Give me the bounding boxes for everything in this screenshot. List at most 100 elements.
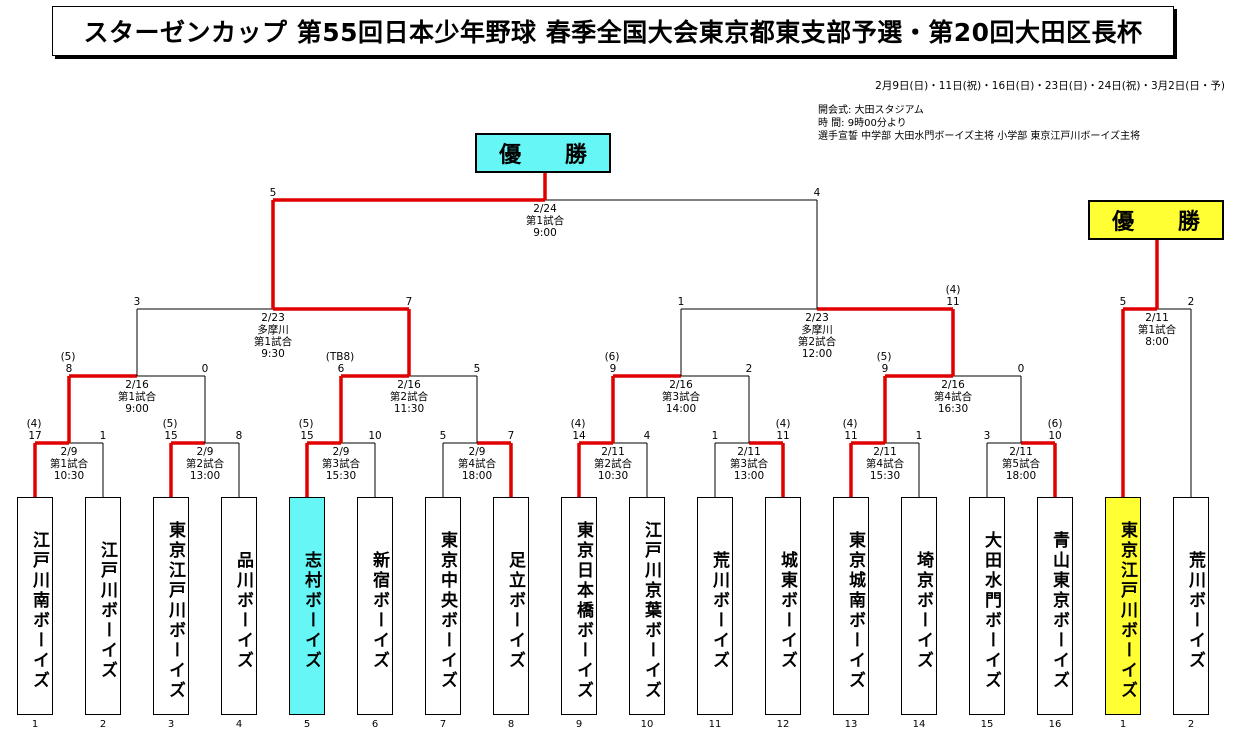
champion-box-main: 優 勝 bbox=[475, 133, 611, 173]
main-seed-3: 3 bbox=[167, 719, 175, 730]
second-team-2: 荒川ボーイズ bbox=[1173, 497, 1209, 715]
r3-game-1-score-right: 7 bbox=[406, 296, 413, 308]
main-team-6: 新宿ボーイズ bbox=[357, 497, 393, 715]
main-team-14: 埼京ボーイズ bbox=[901, 497, 937, 715]
final-game-number: 第1試合 bbox=[526, 214, 565, 227]
r1-game-5-score-right: 4 bbox=[644, 430, 651, 442]
r2-game-2-time: 11:30 bbox=[394, 403, 424, 415]
r1-game-8-score-left: 3 bbox=[984, 430, 991, 442]
second-game-score-left: 5 bbox=[1120, 296, 1127, 308]
r2-game-4-score-left: 9 bbox=[882, 363, 889, 375]
r2-game-2-score-right: 5 bbox=[474, 363, 481, 375]
r2-game-3-time: 14:00 bbox=[666, 403, 696, 415]
r1-game-5-note-left: (4) bbox=[571, 418, 586, 430]
r1-game-1-note-left: (4) bbox=[27, 418, 42, 430]
main-seed-10: 10 bbox=[640, 719, 654, 730]
r1-game-1-number: 第1試合 bbox=[50, 457, 89, 470]
main-team-4: 品川ボーイズ bbox=[221, 497, 257, 715]
r1-game-3-note-left: (5) bbox=[299, 418, 314, 430]
r1-game-2-date: 2/9 bbox=[197, 446, 214, 458]
final-game-score-right: 4 bbox=[814, 187, 821, 199]
r1-game-6-note-right: (4) bbox=[776, 418, 791, 430]
r1-game-4-score-left: 5 bbox=[440, 430, 447, 442]
r2-game-4-number: 第4試合 bbox=[934, 390, 973, 403]
second-game-number: 第1試合 bbox=[1138, 323, 1177, 336]
r1-game-6-score-left: 1 bbox=[712, 430, 719, 442]
second-game-time: 8:00 bbox=[1145, 336, 1169, 348]
main-team-11: 荒川ボーイズ bbox=[697, 497, 733, 715]
r2-game-2-date: 2/16 bbox=[397, 379, 421, 391]
r3-game-1-score-left: 3 bbox=[134, 296, 141, 308]
main-team-16: 青山東京ボーイズ bbox=[1037, 497, 1073, 715]
main-seed-5: 5 bbox=[303, 719, 311, 730]
main-team-10: 江戸川京葉ボーイズ bbox=[629, 497, 665, 715]
r3-game-1-date: 2/23 bbox=[261, 312, 285, 324]
ceremony-venue: 開会式: 大田スタジアム bbox=[818, 105, 924, 116]
second-team-1: 東京江戸川ボーイズ bbox=[1105, 497, 1141, 715]
r2-game-1-note-left: (5) bbox=[61, 351, 76, 363]
r1-game-8-number: 第5試合 bbox=[1002, 457, 1041, 470]
main-team-3: 東京江戸川ボーイズ bbox=[153, 497, 189, 715]
r1-game-5-score-left: 14 bbox=[572, 430, 586, 442]
r3-game-2-score-right: 11 bbox=[946, 296, 959, 308]
ceremony-info: 開会式: 大田スタジアム 時 間: 9時00分より 選手宣誓 中学部 大田水門ボ… bbox=[818, 104, 1140, 143]
r2-game-2-score-left: 6 bbox=[338, 363, 345, 375]
main-seed-15: 15 bbox=[980, 719, 994, 730]
r2-game-3-score-right: 2 bbox=[746, 363, 753, 375]
r1-game-7-number: 第4試合 bbox=[866, 457, 905, 470]
r1-game-6-time: 13:00 bbox=[734, 470, 764, 482]
main-team-15: 大田水門ボーイズ bbox=[969, 497, 1005, 715]
main-team-8: 足立ボーイズ bbox=[493, 497, 529, 715]
r1-game-8-date: 2/11 bbox=[1009, 446, 1033, 458]
main-seed-9: 9 bbox=[575, 719, 583, 730]
r1-game-1-score-left: 17 bbox=[28, 430, 41, 442]
main-team-2: 江戸川ボーイズ bbox=[85, 497, 121, 715]
r1-game-5-time: 10:30 bbox=[598, 470, 628, 482]
r3-game-2-time: 12:00 bbox=[802, 348, 832, 360]
ceremony-time: 時 間: 9時00分より bbox=[818, 118, 907, 129]
r1-game-6-number: 第3試合 bbox=[730, 457, 769, 470]
r2-game-4-time: 16:30 bbox=[938, 403, 968, 415]
r1-game-1-time: 10:30 bbox=[54, 470, 84, 482]
r1-game-3-date: 2/9 bbox=[333, 446, 350, 458]
r1-game-3-score-left: 15 bbox=[300, 430, 313, 442]
r3-game-2-date: 2/23 bbox=[805, 312, 829, 324]
champion-box-second: 優 勝 bbox=[1088, 200, 1224, 240]
main-seed-12: 12 bbox=[776, 719, 790, 730]
main-seed-7: 7 bbox=[439, 719, 447, 730]
r1-game-2-time: 13:00 bbox=[190, 470, 220, 482]
r1-game-2-number: 第2試合 bbox=[186, 457, 225, 470]
main-seed-8: 8 bbox=[507, 719, 515, 730]
second-seed-1: 1 bbox=[1119, 719, 1127, 730]
second-seed-2: 2 bbox=[1187, 719, 1195, 730]
r1-game-8-note-right: (6) bbox=[1048, 418, 1063, 430]
r2-game-4-date: 2/16 bbox=[941, 379, 965, 391]
r3-game-1-number: 第1試合 bbox=[254, 335, 293, 348]
r3-game-2-number: 第2試合 bbox=[798, 335, 837, 348]
r1-game-1-date: 2/9 bbox=[61, 446, 78, 458]
main-seed-16: 16 bbox=[1048, 719, 1062, 730]
r1-game-3-time: 15:30 bbox=[326, 470, 356, 482]
r3-game-1-venue: 多摩川 bbox=[257, 323, 289, 336]
main-seed-4: 4 bbox=[235, 719, 243, 730]
player-oath: 選手宣誓 中学部 大田水門ボーイズ主将 小学部 東京江戸川ボーイズ主将 bbox=[818, 131, 1141, 142]
r1-game-5-date: 2/11 bbox=[601, 446, 625, 458]
final-game-time: 9:00 bbox=[533, 227, 557, 239]
main-team-12: 城東ボーイズ bbox=[765, 497, 801, 715]
r1-game-8-time: 18:00 bbox=[1006, 470, 1036, 482]
main-team-9: 東京日本橋ボーイズ bbox=[561, 497, 597, 715]
r1-game-5-number: 第2試合 bbox=[594, 457, 633, 470]
r1-game-7-date: 2/11 bbox=[873, 446, 897, 458]
final-game-date: 2/24 bbox=[533, 203, 557, 215]
r3-game-2-note-right: (4) bbox=[946, 284, 961, 296]
r3-game-2-score-left: 1 bbox=[678, 296, 685, 308]
r2-game-2-number: 第2試合 bbox=[390, 390, 429, 403]
r2-game-2-note-left: (TB8) bbox=[326, 351, 355, 363]
r1-game-3-score-right: 10 bbox=[368, 430, 381, 442]
r3-game-2-venue: 多摩川 bbox=[801, 323, 833, 336]
r1-game-2-score-right: 8 bbox=[236, 430, 243, 442]
r2-game-3-number: 第3試合 bbox=[662, 390, 701, 403]
r1-game-4-time: 18:00 bbox=[462, 470, 492, 482]
second-game-score-right: 2 bbox=[1188, 296, 1195, 308]
